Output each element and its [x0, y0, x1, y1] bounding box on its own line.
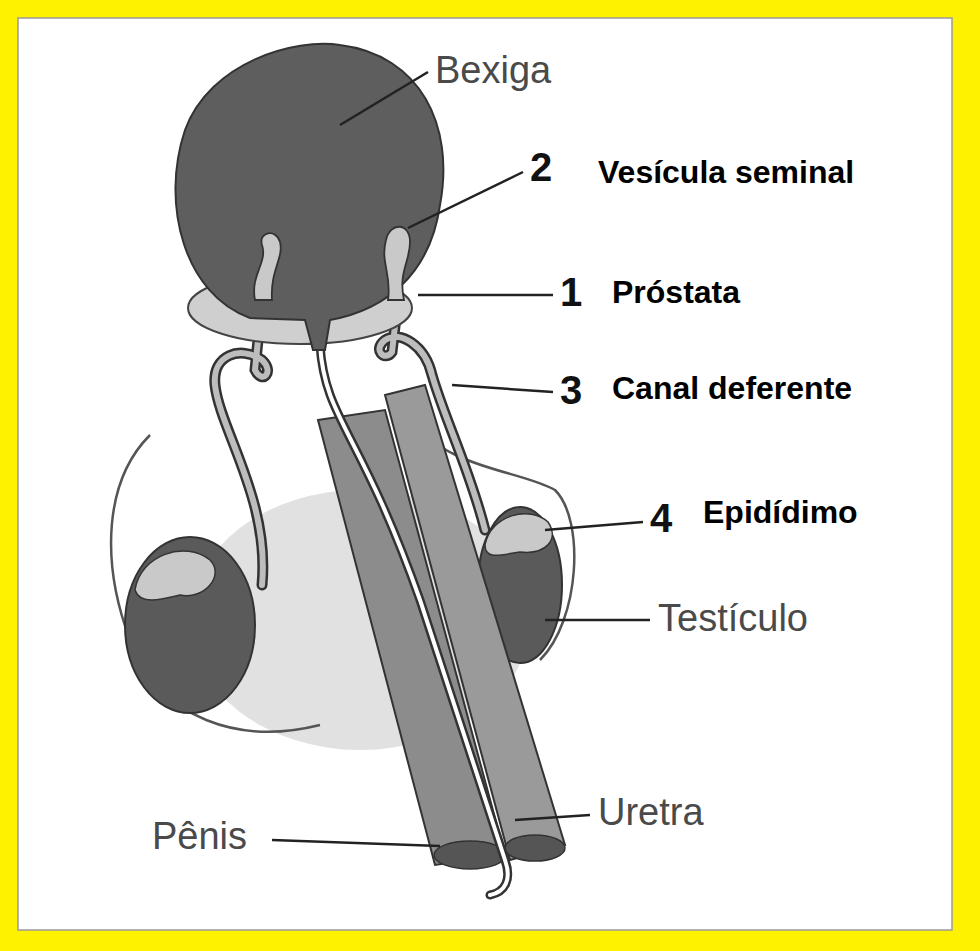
callout-number: 2	[530, 147, 552, 187]
testis	[125, 537, 255, 713]
part-label: Testículo	[658, 599, 808, 637]
bladder	[175, 44, 443, 350]
urethra	[320, 345, 508, 895]
part-label: Bexiga	[435, 51, 551, 89]
urethra	[320, 345, 508, 895]
callout-number: 3	[560, 370, 582, 410]
epididymis	[485, 514, 552, 556]
penis-cut	[505, 835, 565, 861]
panel	[18, 18, 952, 930]
callout-number: 4	[650, 498, 672, 538]
part-label: Canal deferente	[612, 372, 852, 404]
part-label: Uretra	[598, 793, 704, 831]
part-label: Próstata	[612, 276, 740, 308]
part-label: Vesícula seminal	[598, 156, 854, 188]
seminal-vesicle	[254, 227, 410, 300]
epididymis	[135, 551, 215, 600]
penis	[385, 385, 565, 860]
leader-line	[272, 72, 650, 846]
scrotum-outline	[111, 435, 320, 732]
penis-cut	[434, 841, 506, 869]
part-label: Epidídimo	[703, 496, 858, 528]
callout-number: 1	[560, 272, 582, 312]
part-label: Pênis	[152, 817, 247, 855]
